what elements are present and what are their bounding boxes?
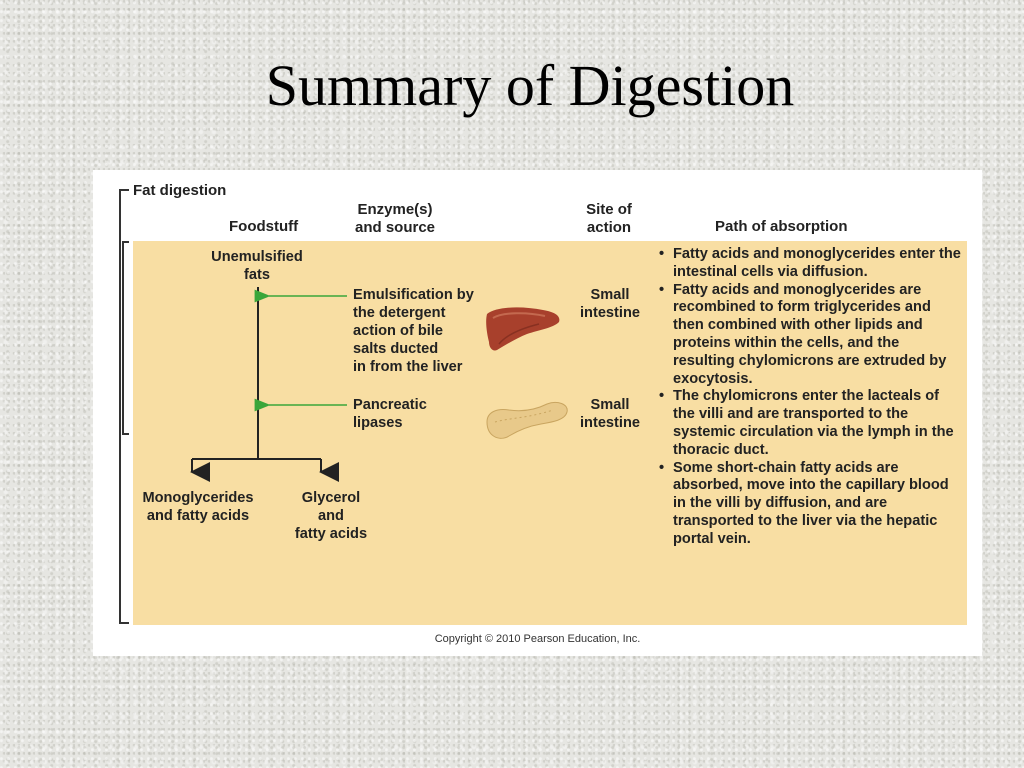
product-right-line2: and — [318, 508, 344, 524]
copyright: Copyright © 2010 Pearson Education, Inc. — [434, 633, 641, 645]
start-line2: fats — [244, 267, 270, 283]
section-label: Fat digestion — [133, 182, 227, 199]
header-site-line1: Site of — [586, 201, 632, 218]
lipase-text: Pancreatic lipases — [353, 396, 427, 432]
product-glycerol: Glycerol and fatty acids — [279, 489, 383, 543]
inner-bracket — [122, 241, 129, 435]
start-line1: Unemulsified — [211, 249, 303, 265]
liver-icon — [486, 307, 560, 351]
header-enzyme-line1: Enzyme(s) — [357, 201, 433, 218]
start-node: Unemulsified fats — [197, 248, 317, 284]
step2-site-line1: Small — [590, 397, 630, 413]
header-foodstuff: Foodstuff — [229, 218, 299, 235]
step2-line2: lipases — [353, 415, 403, 431]
pancreas-icon — [486, 401, 568, 439]
step1-site-line2: intestine — [579, 305, 640, 321]
header-site: Site of action — [569, 201, 649, 237]
step1-line4: salts ducted — [353, 341, 439, 357]
step1-line5: in from the liver — [353, 359, 463, 375]
step1-line2: the detergent — [353, 305, 446, 321]
step1-line1: Emulsification by — [353, 287, 474, 303]
step1-site-line1: Small — [590, 287, 630, 303]
emulsification-text: Emulsification by the detergent action o… — [353, 286, 474, 376]
absorption-item: The chylomicrons enter the lacteals of t… — [659, 388, 964, 459]
absorption-item: Fatty acids and monoglycerides enter the… — [659, 246, 964, 282]
product-left-line2: and fatty acids — [146, 508, 250, 524]
product-right-line1: Glycerol — [301, 490, 361, 506]
absorption-item: Fatty acids and monoglycerides are recom… — [659, 282, 964, 389]
fat-digestion-figure: Fat digestion Foodstuff Enzyme(s) and so… — [93, 170, 982, 656]
header-enzyme: Enzyme(s) and source — [345, 201, 445, 237]
absorption-item: Some short-chain fatty acids are absorbe… — [659, 460, 964, 549]
header-enzyme-line2: and source — [354, 219, 436, 236]
product-right-line3: fatty acids — [294, 526, 368, 542]
outer-bracket — [119, 189, 129, 624]
product-monoglycerides: Monoglycerides and fatty acids — [133, 489, 263, 525]
header-path: Path of absorption — [715, 218, 848, 235]
flow-lines — [119, 189, 347, 624]
product-left-line1: Monoglycerides — [142, 490, 254, 506]
slide-title: Summary of Digestion — [265, 53, 795, 118]
absorption-list: Fatty acids and monoglycerides enter the… — [659, 246, 964, 549]
step2-site-line2: intestine — [579, 415, 640, 431]
step1-line3: action of bile — [353, 323, 443, 339]
step1-site: Small intestine — [567, 286, 653, 322]
step2-site: Small intestine — [567, 396, 653, 432]
step2-line1: Pancreatic — [353, 397, 427, 413]
header-site-line2: action — [586, 219, 632, 236]
